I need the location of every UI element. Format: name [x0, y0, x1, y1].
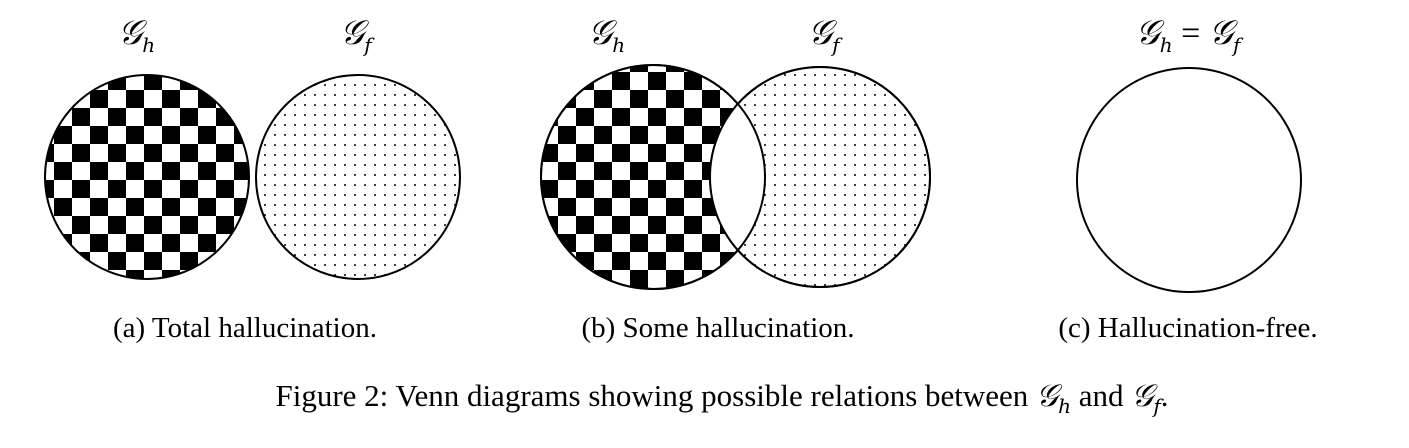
panel-a-set-f-label: 𝒢f: [340, 13, 375, 57]
panel-c-caption: (c) Hallucination-free.: [1058, 312, 1317, 344]
panel-b: 𝒢h 𝒢f (b) Some hallucination.: [540, 13, 931, 344]
panel-a-circle-h: [44, 74, 250, 280]
panel-a-circle-f: [255, 74, 461, 280]
panel-c-circle: [1076, 67, 1302, 293]
panel-c: 𝒢h = 𝒢f (c) Hallucination-free.: [1058, 13, 1317, 344]
panel-b-circle-h-outline: [540, 64, 766, 290]
panel-b-set-f-label: 𝒢f: [808, 13, 843, 57]
panel-c-equality-label: 𝒢h = 𝒢f: [1136, 13, 1245, 57]
panel-a: 𝒢h 𝒢f (a) Total hallucination.: [44, 13, 461, 344]
panel-b-circle-f-outline: [709, 66, 931, 288]
panel-b-caption: (b) Some hallucination.: [581, 312, 854, 344]
panel-a-set-h-label: 𝒢h: [118, 13, 155, 57]
panel-a-caption: (a) Total hallucination.: [113, 312, 377, 344]
panel-b-set-h-label: 𝒢h: [588, 13, 625, 57]
figure-caption: Figure 2: Venn diagrams showing possible…: [276, 378, 1169, 418]
